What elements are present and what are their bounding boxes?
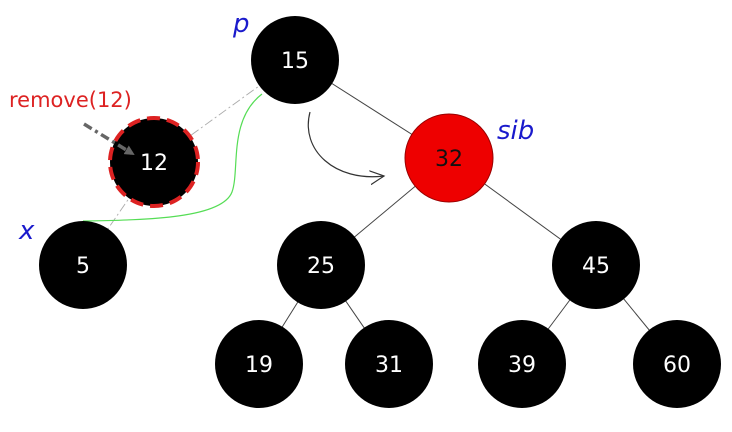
- node-value-31: 31: [375, 353, 403, 378]
- nodes-layer: 15 12 5 32 25 45 19 31 39 60: [39, 16, 721, 408]
- node-circle-31: [345, 320, 433, 408]
- pointer-label-x: x: [18, 216, 35, 246]
- pointer-label-sib: sib: [497, 116, 534, 146]
- labels-layer: p sib x remove(12): [9, 9, 534, 246]
- node-value-5: 5: [76, 254, 90, 279]
- node-circle-15: [251, 16, 339, 104]
- removed-node-outline: [108, 116, 200, 208]
- tree-node-39: 39: [478, 320, 566, 408]
- remove-operation-label: remove(12): [9, 88, 132, 112]
- tree-node-19: 19: [215, 320, 303, 408]
- node-value-39: 39: [508, 353, 536, 378]
- node-value-32: 32: [435, 147, 463, 172]
- new-link-p-to-x: [82, 93, 263, 222]
- node-circle-12: [110, 118, 198, 206]
- node-circle-39: [478, 320, 566, 408]
- node-value-60: 60: [663, 353, 691, 378]
- node-circle-19: [215, 320, 303, 408]
- remove-pointer-arrow: [83, 122, 135, 156]
- node-circle-60: [633, 320, 721, 408]
- node-circle-45: [552, 221, 640, 309]
- edges-layer: [82, 59, 678, 365]
- tree-node-31: 31: [345, 320, 433, 408]
- tree-node-32: 32: [404, 113, 494, 203]
- tree-node-12: 12: [108, 116, 200, 208]
- node-circle-32: [404, 113, 494, 203]
- tree-node-25: 25: [277, 221, 365, 309]
- node-value-25: 25: [307, 254, 335, 279]
- node-value-19: 19: [245, 353, 273, 378]
- tree-node-5: 5: [39, 221, 127, 309]
- node-circle-5: [39, 221, 127, 309]
- pointer-label-p: p: [232, 9, 250, 39]
- rotation-arrow: [307, 111, 384, 177]
- annotation-arrows-layer: [307, 111, 384, 177]
- tree-node-15: 15: [251, 16, 339, 104]
- tree-node-45: 45: [552, 221, 640, 309]
- node-value-15: 15: [281, 49, 309, 74]
- node-circle-25: [277, 221, 365, 309]
- node-value-45: 45: [582, 254, 610, 279]
- tree-node-60: 60: [633, 320, 721, 408]
- node-value-12: 12: [140, 151, 168, 176]
